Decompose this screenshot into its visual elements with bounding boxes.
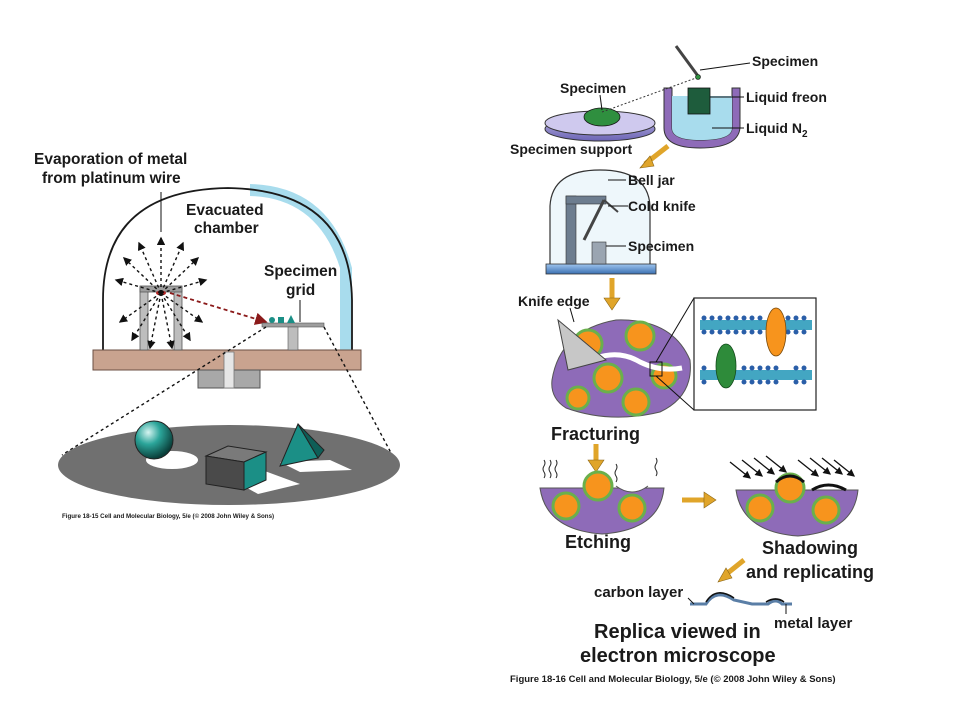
cube-object bbox=[204, 445, 268, 491]
label-etching: Etching bbox=[565, 532, 631, 552]
label-specimen-jar: Specimen bbox=[628, 238, 694, 254]
label-grid-2: grid bbox=[286, 282, 315, 299]
knife-edge-blade bbox=[557, 318, 608, 371]
specimen-grid bbox=[261, 315, 325, 351]
label-shadowing-1: Shadowing bbox=[762, 538, 858, 558]
evaporation-rays bbox=[114, 236, 208, 350]
label-specimen-support: Specimen support bbox=[510, 141, 632, 157]
flow-arrow-5-head bbox=[717, 567, 733, 583]
protein-green bbox=[715, 343, 737, 389]
label-chamber-1: Evacuated bbox=[186, 202, 264, 219]
caption-right: Figure 18-16 Cell and Molecular Biology,… bbox=[510, 674, 836, 685]
etch-pit bbox=[615, 485, 649, 493]
bilayer-lower bbox=[700, 370, 812, 380]
label-liquid-n2-sub: 2 bbox=[802, 129, 808, 140]
step-fracturing bbox=[551, 297, 695, 418]
step-freeze bbox=[544, 45, 751, 149]
label-knife-edge: Knife edge bbox=[518, 293, 590, 309]
fracture-crack bbox=[595, 352, 683, 372]
base-slot bbox=[223, 351, 235, 389]
figure-18-16: Specimen Specimen Liquid freon Liquid N2… bbox=[510, 45, 874, 685]
label-liquid-n2: Liquid N2 bbox=[746, 120, 808, 140]
step-etching bbox=[539, 457, 665, 535]
figure-18-15: Evaporation of metal from platinum wire … bbox=[34, 151, 400, 520]
zoom-line-top bbox=[655, 297, 695, 363]
label-cold-knife: Cold knife bbox=[628, 198, 696, 214]
pyramid-object bbox=[279, 422, 325, 467]
flow-arrow-2-head bbox=[603, 297, 621, 311]
label-evaporation-1: Evaporation of metal bbox=[34, 151, 187, 168]
caption-left: Figure 18-15 Cell and Molecular Biology,… bbox=[62, 513, 274, 520]
chamber-blue-band bbox=[250, 184, 352, 352]
zoom-line-left bbox=[61, 326, 267, 456]
specimen-on-support bbox=[583, 107, 621, 127]
label-replica-2: electron microscope bbox=[580, 645, 776, 667]
metal-coat bbox=[775, 474, 847, 492]
label-fracturing: Fracturing bbox=[551, 424, 640, 444]
flow-arrow-4-head bbox=[703, 491, 717, 509]
replica bbox=[687, 592, 792, 614]
jar-specimen bbox=[591, 241, 607, 265]
flow-arrow-1-head bbox=[639, 155, 655, 169]
step-shadowing bbox=[729, 455, 859, 537]
metal-path-arrow bbox=[169, 292, 268, 325]
flow-arrow-3-head bbox=[587, 459, 605, 473]
liquid-n2 bbox=[672, 96, 732, 140]
label-grid-1: Specimen bbox=[264, 263, 337, 280]
label-shadowing-2: and replicating bbox=[746, 562, 874, 582]
replica-metal bbox=[705, 592, 785, 603]
shadowing-rays bbox=[729, 455, 856, 479]
sublimation-waves bbox=[542, 457, 658, 483]
liquid-freon-block bbox=[687, 87, 711, 115]
replica-carbon bbox=[690, 593, 792, 606]
leader-knife-edge bbox=[569, 307, 575, 323]
label-evaporation-2: from platinum wire bbox=[42, 170, 181, 187]
leader-specimen-top bbox=[699, 62, 751, 71]
bilayer-upper bbox=[700, 320, 812, 330]
bell-jar-dome bbox=[102, 187, 353, 350]
leader-carbon bbox=[687, 597, 695, 605]
pyramid-shadow bbox=[280, 460, 352, 472]
lipid-heads bbox=[701, 315, 807, 385]
label-specimen-top: Specimen bbox=[752, 53, 818, 69]
label-carbon-layer: carbon layer bbox=[594, 584, 683, 601]
leader-dish bbox=[599, 94, 603, 111]
label-liquid-freon: Liquid freon bbox=[746, 89, 827, 105]
protein-orange bbox=[765, 307, 787, 357]
cold-knife-arm bbox=[582, 199, 606, 241]
sphere-object bbox=[134, 420, 174, 460]
step-bell-jar bbox=[545, 169, 657, 275]
label-bell-jar: Bell jar bbox=[628, 172, 675, 188]
label-chamber-2: chamber bbox=[194, 220, 259, 237]
zoom-line-right bbox=[323, 326, 399, 467]
zoom-line-bottom bbox=[655, 375, 695, 411]
label-metal-layer: metal layer bbox=[774, 615, 853, 632]
forceps bbox=[674, 45, 700, 77]
label-replica-1: Replica viewed in bbox=[594, 621, 761, 643]
transfer-dotted bbox=[601, 77, 697, 113]
label-specimen-dish: Specimen bbox=[560, 80, 626, 96]
membrane-inset bbox=[693, 297, 817, 411]
